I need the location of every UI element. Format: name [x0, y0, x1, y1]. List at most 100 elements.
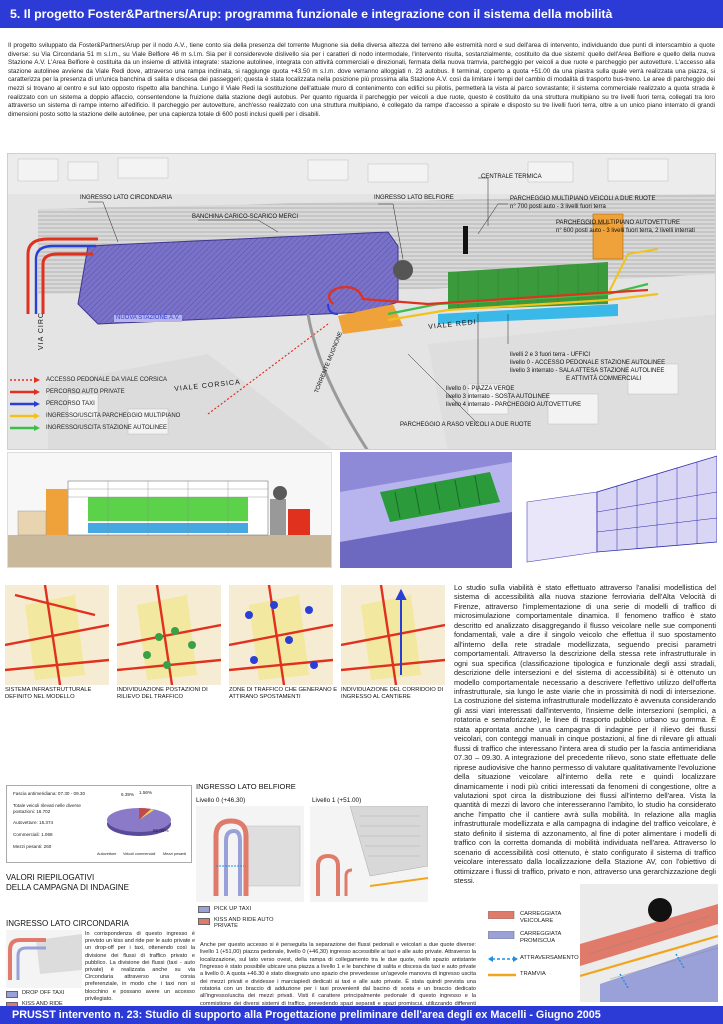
footer-title: PRUSST intervento n. 23: Studio di suppo… [12, 1009, 601, 1021]
pie-label: 1.56% [139, 790, 153, 795]
legend-item: DROP OFF TAXI [6, 990, 74, 1001]
legend-label: TRAMVIA [520, 971, 546, 977]
legend-item: TRAMVIA [488, 971, 578, 981]
map-caption: INDIVIDUAZIONE POSTAZIONI DI RILIEVO DEL… [117, 687, 208, 700]
legend-line [10, 401, 40, 407]
label-parcheggio-auto: PARCHEGGIO MULTIPIANO AUTOVETTURE [556, 220, 681, 226]
site-plan: INGRESSO LATO CIRCONDARIA INGRESSO LATO … [7, 153, 716, 450]
pie-legend-item: Mezzi pesanti [163, 852, 187, 856]
belfiore-legend: PICK UP TAXI KISS AND RIDE AUTO PRIVATE [198, 905, 274, 929]
survey-pesanti: Mezzi pesanti: 260 [13, 844, 52, 849]
label-parcheggio-moto: PARCHEGGIO MULTIPIANO VEICOLI A DUE RUOT… [510, 196, 656, 202]
render-facade-view [517, 452, 717, 568]
belfiore-level-1: Livello 1 (+51.00) [312, 797, 362, 804]
legend-item: ACCESSO PEDONALE DA VIALE CORSICA [10, 374, 180, 386]
legend-arrow [488, 956, 518, 962]
maps-row: SISTEMA INFRASTRUTTURALE DEFINITO NEL MO… [5, 585, 445, 715]
belfiore-level-0-plan [196, 806, 304, 902]
legend-item: PICK UP TAXI [198, 905, 274, 917]
map-caption: INDIVIDUAZIONE DEL CORRIDOIO DI INGRESSO… [341, 687, 444, 700]
survey-summary: Fascia antimeridiana: 07.30 - 09.30 Tota… [6, 785, 192, 863]
survey-totale: Totale veicoli rilevati nelle diverse po… [13, 803, 81, 814]
map-svg [117, 585, 221, 685]
label-parcheggio-auto-capacity: n° 600 posti auto - 3 livelli fuori terr… [556, 228, 695, 234]
label-piazza-2: livello 3 interrato - SOSTA AUTOLINEE [446, 394, 550, 400]
label-parcheggio-raso: PARCHEGGIO A RASO VEICOLI A DUE RUOTE [400, 422, 532, 428]
map-thumb [341, 585, 445, 685]
legend-label: INGRESSO/USCITA STAZIONE AUTOLINEE [46, 425, 168, 431]
pie-legend-item: Veicoli commerciali [123, 852, 156, 856]
map-caption: ZONE DI TRAFFICO CHE GENERANO E ATTIRANO… [229, 687, 338, 700]
legend-label: INGRESSO/USCITA PARCHEGGIO MULTIPIANO [46, 413, 181, 419]
legend-label: PERCORSO TAXI [46, 401, 95, 407]
site-plan-drawing [8, 154, 715, 449]
pie-label: 6.39% [121, 792, 135, 797]
label-banchina: BANCHINA CARICO-SCARICO MERCI [192, 214, 299, 220]
label-piazza-1: livello 0 - PIAZZA VERDE [446, 386, 515, 392]
legend-item: INGRESSO/USCITA PARCHEGGIO MULTIPIANO [10, 410, 180, 422]
legend-label: ATTRAVERSAMENTO [520, 955, 579, 961]
study-paragraph: Lo studio sulla viabilità è stato effett… [454, 583, 716, 886]
label-via-circondaria: VIA CIRC [38, 312, 45, 350]
survey-autovetture: Autovetture: 15.374 [13, 820, 54, 825]
legend-label: CARREGGIATA VEICOLARE [520, 911, 562, 924]
legend-item: KISS AND RIDE AUTO PRIVATE [198, 917, 274, 929]
legend-label: DROP OFF TAXI [22, 990, 65, 996]
circondaria-plan [6, 930, 82, 988]
map-thumb [117, 585, 221, 685]
page-title: 5. Il progetto Foster&Partners/Arup: pro… [10, 7, 613, 21]
legend-swatch [6, 991, 18, 998]
footer-bar: PRUSST intervento n. 23: Studio di suppo… [0, 1006, 723, 1024]
legend-swatch [198, 906, 210, 913]
legend-line [10, 377, 40, 383]
survey-title: VALORI RIEPILOGATIVI DELLA CAMPAGNA DI I… [6, 873, 129, 893]
legend-item: CARREGGIATA VEICOLARE [487, 910, 578, 924]
legend-label: ACCESSO PEDONALE DA VIALE CORSICA [46, 377, 168, 383]
legend-swatch [487, 930, 515, 940]
label-livelli-2: livello 0 - ACCESSO PEDONALE STAZIONE AU… [510, 360, 666, 366]
legend-item: CARREGGIATA PROMISCUA [487, 930, 578, 944]
circondaria-title: INGRESSO LATO CIRCONDARIA [6, 919, 129, 928]
legend-label: CARREGGIATA PROMISCUA [520, 931, 562, 944]
circondaria-paragraph: In corrispondenza di questo ingresso è p… [85, 931, 195, 1002]
survey-commerciali: Commerciali: 1.068 [13, 832, 53, 837]
map-svg [5, 585, 109, 685]
map-svg [341, 585, 445, 685]
legend-line [10, 425, 40, 431]
section-drawing [7, 452, 332, 568]
survey-title-line: VALORI RIEPILOGATIVI [6, 873, 95, 882]
render-aerial-view [340, 452, 512, 568]
legend-line [488, 973, 516, 977]
legend-item: PERCORSO TAXI [10, 398, 180, 410]
render-facade-svg [517, 452, 717, 568]
survey-fascia: Fascia antimeridiana: 07.30 - 09.30 [13, 791, 86, 796]
title-bar: 5. Il progetto Foster&Partners/Arup: pro… [0, 0, 723, 30]
pie-label: 92.05% [153, 828, 169, 833]
legend-item: INGRESSO/USCITA STAZIONE AUTOLINEE [10, 422, 180, 434]
legend-swatch [487, 910, 515, 920]
legend-item: ATTRAVERSAMENTO [488, 955, 579, 965]
legend-line [10, 389, 40, 395]
map-svg [229, 585, 333, 685]
legend-line [10, 413, 40, 419]
legend-label: KISS AND RIDE AUTO PRIVATE [214, 917, 274, 929]
survey-title-line: DELLA CAMPAGNA DI INDAGINE [6, 883, 129, 892]
belfiore-level-0: Livello 0 (+46.30) [196, 797, 246, 804]
label-ingresso-belfiore: INGRESSO LATO BELFIORE [374, 195, 454, 201]
render-aerial-svg [340, 452, 512, 568]
map-caption: SISTEMA INFRASTRUTTURALE DEFINITO NEL MO… [5, 687, 92, 700]
survey-pie-chart [107, 808, 171, 836]
legend-swatch [198, 918, 210, 925]
label-livelli-3: livello 3 interrato - SALA ATTESA STAZIO… [510, 368, 665, 374]
label-ingresso-circondaria: INGRESSO LATO CIRCONDARIA [80, 195, 173, 201]
site-plan-legend: ACCESSO PEDONALE DA VIALE CORSICA PERCOR… [10, 374, 180, 434]
belfiore-title: INGRESSO LATO BELFIORE [196, 782, 296, 791]
label-nuova-stazione: NUOVA STAZIONE A.V. [114, 315, 182, 322]
map-thumb [229, 585, 333, 685]
intro-paragraph: Il progetto sviluppato da Foster&Partner… [8, 42, 715, 118]
section-svg [8, 453, 331, 567]
pie-legend-item: Autovetture [97, 852, 117, 856]
belfiore-level-1-plan [310, 806, 428, 902]
label-livelli-1: livelli 2 e 3 fuori terra - UFFICI [510, 352, 591, 358]
label-centrale-termica: CENTRALE TERMICA [481, 174, 542, 180]
